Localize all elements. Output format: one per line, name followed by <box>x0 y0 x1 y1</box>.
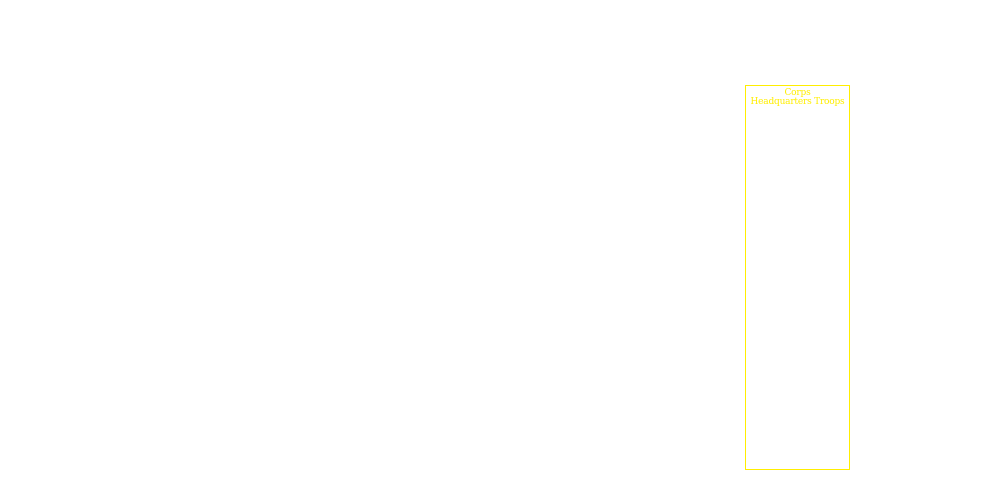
group-title-line2: Headquarters Troops <box>750 97 845 107</box>
corps-headquarters-troops-box: Corps Headquarters Troops <box>745 85 850 470</box>
group-title-line1: Corps <box>784 88 811 98</box>
group-title: Corps Headquarters Troops <box>746 89 849 107</box>
